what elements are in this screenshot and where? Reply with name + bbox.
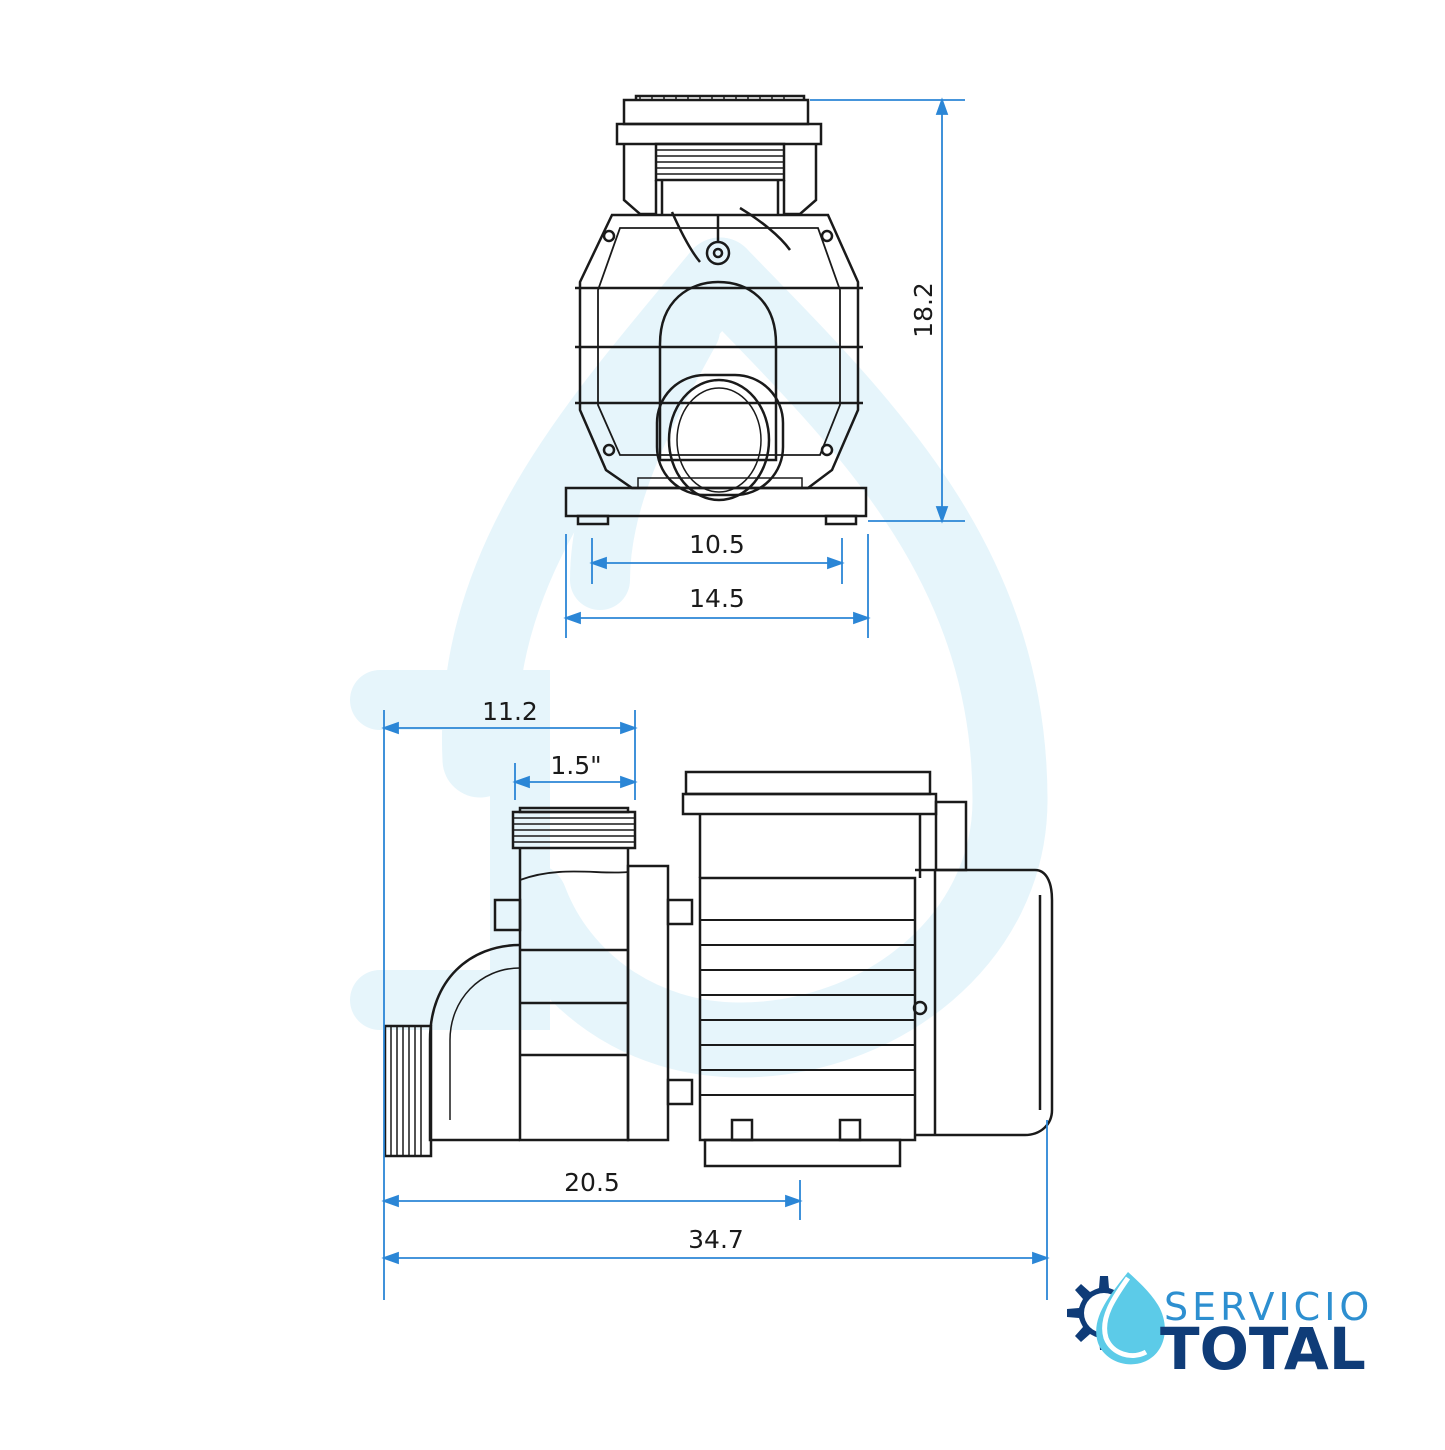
dimension-side-total-length: 34.7 [688, 1225, 744, 1254]
dimension-side-inlet-offset: 11.2 [482, 697, 538, 726]
dimension-side-inlet-thread: 1.5" [550, 751, 601, 780]
water-drop-icon [1096, 1272, 1165, 1365]
brand-name-line2: TOTAL [1160, 1315, 1366, 1383]
dimension-lines [381, 97, 1050, 1300]
dimension-front-base-width: 14.5 [689, 584, 745, 613]
pump-front-view [564, 94, 868, 526]
dimension-side-base-offset: 20.5 [564, 1168, 620, 1197]
dimension-front-bolt-spacing: 10.5 [689, 530, 745, 559]
brand-name-line1: SERVICIO [1164, 1285, 1373, 1329]
dimension-front-height: 18.2 [909, 282, 938, 338]
pump-side-view [383, 770, 1054, 1168]
brand-logo: SERVICIO TOTAL [1067, 1272, 1373, 1383]
